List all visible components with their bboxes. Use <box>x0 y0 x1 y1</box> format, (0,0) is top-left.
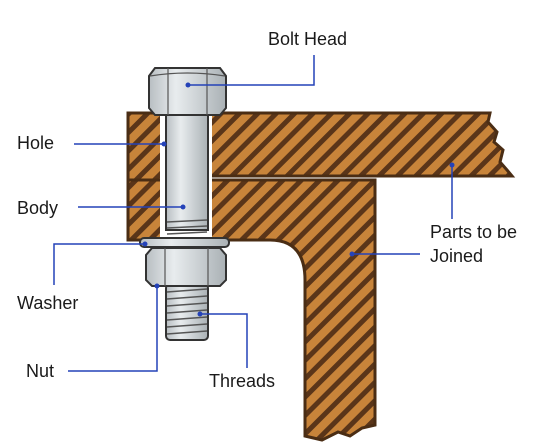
washer <box>139 237 230 248</box>
label-hole: Hole <box>17 133 55 153</box>
lower-part <box>126 178 377 442</box>
label-joined: Joined <box>430 246 484 266</box>
leader-threads <box>200 313 248 368</box>
leader-nut <box>68 286 158 372</box>
leader-bolt-head <box>188 55 315 86</box>
upper-thread-lines <box>166 219 208 235</box>
label-nut: Nut <box>26 361 55 381</box>
bolt-body <box>165 111 209 231</box>
leader-washer <box>53 243 145 285</box>
label-washer: Washer <box>17 293 79 313</box>
label-body: Body <box>17 198 59 218</box>
leader-dots <box>142 82 455 317</box>
thread-lines <box>166 288 208 335</box>
label-parts: Parts to be <box>430 222 518 242</box>
label-bolt-head: Bolt Head <box>268 29 348 49</box>
nut <box>145 247 227 287</box>
label-threads: Threads <box>209 371 276 391</box>
leader-lines <box>53 55 453 372</box>
